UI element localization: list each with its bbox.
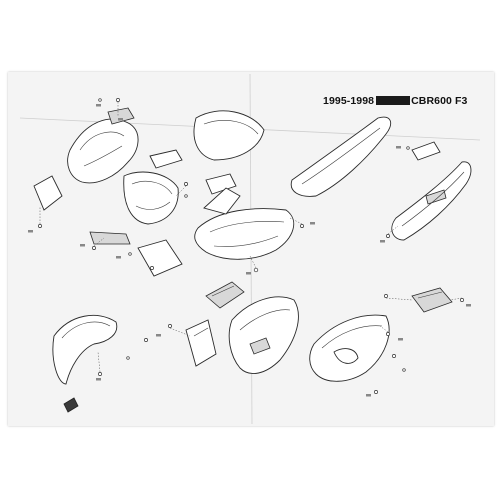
- side-cover-part: [185, 319, 217, 367]
- clip-part: [63, 397, 79, 413]
- front-fender-part: [52, 314, 118, 385]
- hardware-screws: [38, 98, 464, 394]
- part-number-marks: [28, 104, 471, 397]
- upper-cowl-part: [67, 107, 139, 184]
- right-air-duct-part: [411, 287, 453, 313]
- right-lower-cowl-part: [309, 314, 390, 382]
- middle-cowl-part: [194, 187, 295, 260]
- headlight-cover-part: [123, 171, 179, 225]
- left-side-fairing-part: [290, 116, 392, 197]
- left-lower-cowl-part: [228, 296, 299, 375]
- windscreen-part: [193, 110, 265, 161]
- air-duct-part: [205, 281, 245, 309]
- diagram-title: 1995-1998 CBR600 F3: [323, 95, 467, 107]
- inner-panel-part: [33, 175, 183, 277]
- leader-lines: [39, 102, 463, 373]
- seat-cowl-part: [391, 161, 472, 241]
- model-name: CBR600 F3: [411, 95, 468, 107]
- model-years: 1995-1998: [323, 95, 375, 107]
- tail-light-cover-part: [411, 141, 441, 161]
- mirror-bracket-part: [149, 149, 237, 195]
- redaction-bar: [376, 96, 411, 105]
